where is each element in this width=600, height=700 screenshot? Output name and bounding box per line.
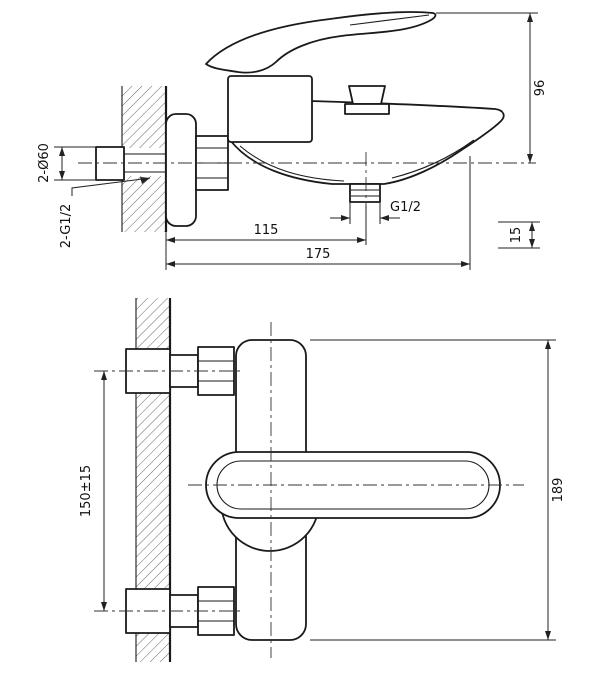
dim-label-g12: G1/2 — [390, 200, 421, 215]
escutcheon-plate-side — [165, 113, 197, 227]
dim-15-arrow-bottom — [529, 239, 535, 248]
front-view: 150±15 189 — [79, 298, 566, 662]
dim-189-arrow-bottom — [545, 631, 551, 640]
outlet-stub — [349, 183, 381, 203]
dim-g12-leader — [71, 177, 151, 196]
dim-150: 150±15 — [79, 371, 107, 611]
dim-175-arrow-left — [166, 261, 175, 267]
dim-outlet-arrow-right — [380, 215, 389, 221]
dim-label-2-d60: 2-Ø60 — [37, 143, 52, 183]
outlet-fitting — [349, 183, 381, 203]
dim-175: 175 — [166, 156, 471, 270]
knob-flange — [344, 103, 390, 115]
eccentric-square — [95, 146, 125, 181]
knob-cap — [348, 85, 386, 105]
spout-accent-left — [239, 145, 345, 182]
spout-accent-right — [391, 139, 475, 179]
dim-label-150: 150±15 — [79, 465, 94, 517]
wall-section-side — [121, 86, 168, 232]
handle-side — [205, 11, 437, 74]
dim-96-arrow-top — [527, 13, 533, 22]
dim-label-189: 189 — [551, 478, 566, 503]
handle-accent — [349, 14, 430, 26]
dim-label-15: 15 — [509, 227, 524, 244]
dim-175-arrow-right — [461, 261, 470, 267]
dim-96: 96 — [436, 12, 548, 163]
faucet-body-side — [227, 75, 313, 143]
dim-115-arrow-right — [357, 237, 366, 243]
dim-115: 115 — [165, 205, 367, 270]
dim-2-g12: 2-G1/2 — [59, 177, 151, 248]
dim-15: 15 — [498, 221, 540, 249]
dim-189-arrow-top — [545, 340, 551, 349]
dim-g12-leader-arrow — [140, 177, 150, 184]
dim-label-175: 175 — [306, 247, 331, 262]
diverter-knob — [344, 85, 390, 115]
dim-96-arrow-bottom — [527, 154, 533, 163]
wall-fitting — [95, 146, 168, 181]
dim-d60-arrow-top — [59, 147, 65, 156]
dim-g12-outlet: G1/2 — [330, 200, 421, 224]
dim-189: 189 — [310, 339, 566, 641]
dim-115-arrow-left — [166, 237, 175, 243]
wall-pipe-gap — [123, 148, 166, 176]
handle-outline — [205, 11, 437, 74]
dim-label-96: 96 — [533, 80, 548, 97]
dim-150-arrow-top — [101, 371, 107, 380]
dim-d60-arrow-bottom — [59, 171, 65, 180]
dim-15-arrow-top — [529, 222, 535, 231]
dim-outlet-arrow-left — [341, 215, 350, 221]
dim-150-arrow-bottom — [101, 602, 107, 611]
dim-label-2-g12: 2-G1/2 — [59, 204, 74, 248]
side-view: 96 2-Ø60 2-G1/2 115 — [37, 11, 548, 270]
dim-label-115: 115 — [254, 223, 279, 238]
dim-2-d60: 2-Ø60 — [37, 143, 96, 183]
